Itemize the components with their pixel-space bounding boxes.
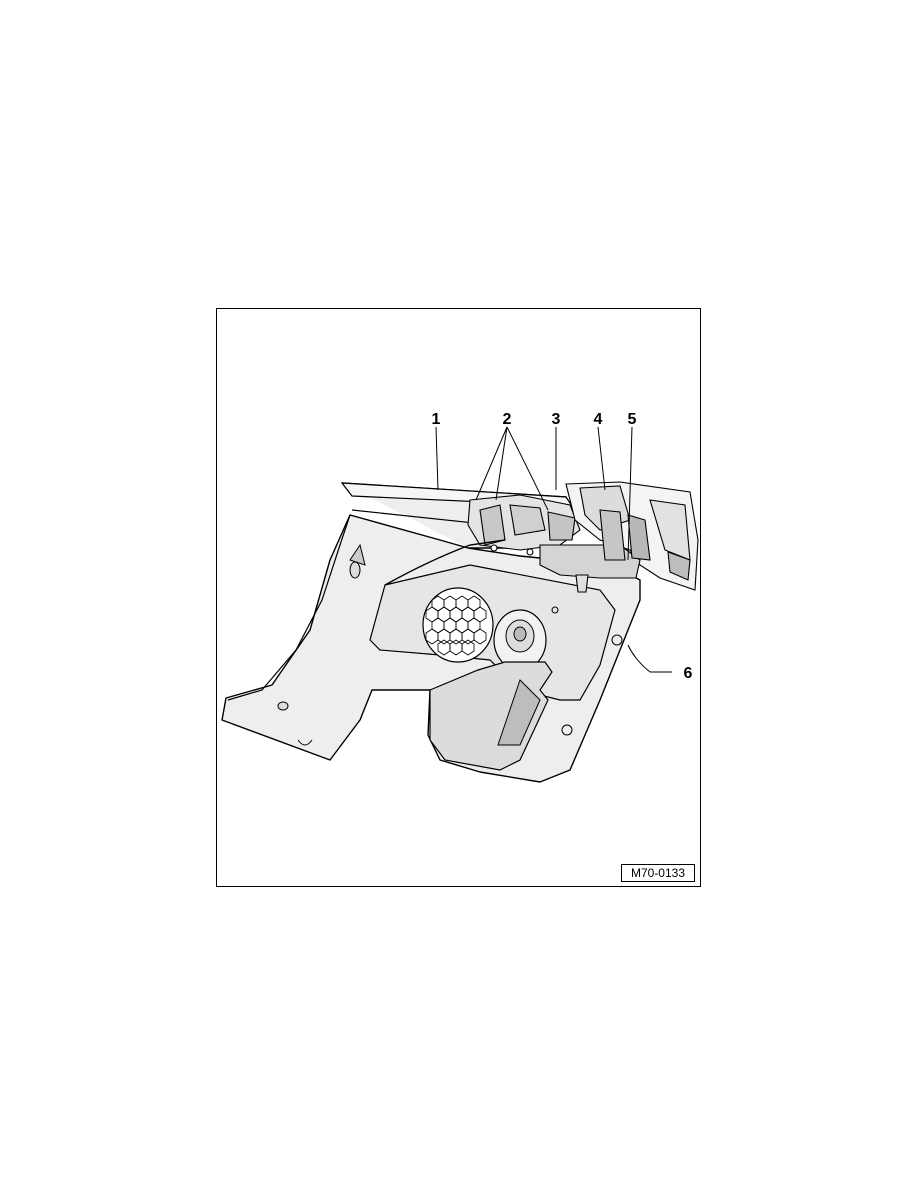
cable <box>384 539 506 586</box>
round-knob <box>493 609 547 671</box>
notch <box>297 739 313 746</box>
callout-1: 1 <box>432 411 441 428</box>
screw-hole <box>551 606 559 614</box>
lower-left-wing <box>227 514 351 701</box>
figure-id-label: M70-0133 <box>621 864 695 882</box>
mounting-bracket <box>539 509 651 593</box>
leader-lines <box>435 426 672 673</box>
callout-4: 4 <box>594 411 603 428</box>
bin-handle <box>497 679 541 746</box>
callout-6: 6 <box>684 665 693 682</box>
screw-hole <box>611 634 623 646</box>
callout-5: 5 <box>628 411 637 428</box>
callout-2: 2 <box>503 411 512 428</box>
callout-3: 3 <box>552 411 561 428</box>
clip-hole <box>277 701 289 711</box>
speaker-grille <box>422 587 494 663</box>
clip-hole <box>349 561 361 579</box>
screw-hole <box>561 724 573 736</box>
